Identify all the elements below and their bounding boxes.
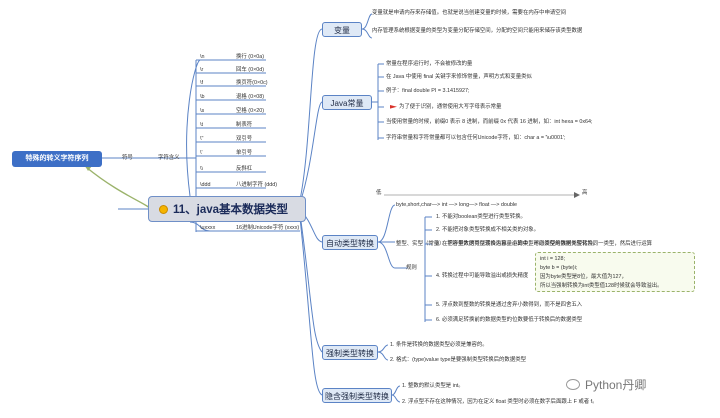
implicit-note: 2. 浮点型不存在这种情况，因为在定义 float 类型时必须在数字后面跟上 F… <box>402 399 598 405</box>
escape-meaning: 16进制Unicode字符 (xxxx) <box>236 225 300 231</box>
escape-header-meaning: 字符含义 <box>158 155 180 161</box>
wechat-icon <box>566 379 580 390</box>
escape-meaning: 退格 (0×08) <box>236 94 265 100</box>
escape-symbol: \' <box>200 150 203 156</box>
central-topic[interactable]: 11、java基本数据类型 <box>148 196 306 222</box>
constant-note: 当使用常量的时候，前缀0 表示 8 进制，而前缀 0x 代表 16 进制，如：i… <box>386 119 593 125</box>
branch-auto-conversion[interactable]: 自动类型转换 <box>322 235 378 250</box>
escape-symbol: \uxxxx <box>200 225 216 231</box>
auto-rule-text: 整型、实型（常量）、字符型数据可以混合运算。运算中，不同类型的数据先转化为同一类… <box>396 241 653 247</box>
overflow-example-box: int i = 128; byte b = (byte)i; 因为byte类型是… <box>535 252 695 292</box>
auto-rule: 1. 不能对boolean类型进行类型转换。 <box>436 214 526 220</box>
escape-meaning: 反斜杠 <box>236 166 253 172</box>
watermark-text: Python丹卿 <box>585 378 647 392</box>
variable-note: 变量就是申请内存来存储值。也就是说当创建变量的时候，需要在内存中申请空间 <box>372 10 567 16</box>
escape-symbol: \r <box>200 67 204 73</box>
escape-meaning: 双引号 <box>236 136 253 142</box>
auto-low-label: 低 <box>376 190 382 196</box>
arrow-line <box>384 192 580 198</box>
escape-symbol: \n <box>200 54 205 60</box>
constant-note: 为了便于识别，通常使用大写字母表示常量 <box>399 104 502 110</box>
auto-rule: 5. 浮点数到整数的转换是通过舍弃小数得到，而不是四舍五入 <box>436 302 583 308</box>
example-line: 所以当强制转换为int类型值128时候就会导致溢出。 <box>540 283 663 289</box>
constant-note: 例子：final double PI = 3.1415927; <box>386 88 470 94</box>
flag-icon <box>390 105 397 109</box>
auto-rule: 6. 必须满足转换前的数据类型的位数要低于转换后的数据类型 <box>436 317 583 323</box>
special-escape-topic[interactable]: 特殊的转义字符序列 <box>12 151 102 167</box>
escape-symbol: \s <box>200 108 205 114</box>
escape-symbol: \b <box>200 94 205 100</box>
auto-rule: 2. 不能把对象类型转换成不相关类的对象。 <box>436 227 540 233</box>
example-line: 因为byte类型是8位，最大值为127， <box>540 274 627 280</box>
escape-meaning: 空格 (0×20) <box>236 108 265 114</box>
constant-note: 在 Java 中使用 final 关键字来修饰常量，声明方式和变量类似 <box>386 74 532 80</box>
branch-variable[interactable]: 变量 <box>322 22 362 37</box>
escape-meaning: 单引号 <box>236 150 253 156</box>
escape-meaning: 回车 (0×0d) <box>236 67 265 73</box>
branch-force-conversion[interactable]: 强制类型转换 <box>322 345 378 360</box>
escape-meaning: 制表符 <box>236 122 253 128</box>
variable-note: 内存管理系统根据变量的类型为变量分配存储空间，分配的空间只能用来储存该类型数据 <box>372 28 583 34</box>
implicit-note: 1. 整数的默认类型是 int。 <box>402 383 464 389</box>
force-note: 1. 条件是转换的数据类型必须是兼容的。 <box>390 342 488 348</box>
escape-symbol: \ddd <box>200 182 211 188</box>
auto-order: byte,short,char—> int —> long—> float —>… <box>396 202 518 208</box>
constant-note: 字符串常量和字符常量都可以包含任何Unicode字符，如：char a = '\… <box>386 135 566 141</box>
example-line: int i = 128; <box>540 256 566 262</box>
escape-symbol: \\ <box>200 166 203 172</box>
force-note: 2. 格式：(type)value type是要强制类型转换后的数据类型 <box>390 357 526 363</box>
auto-rule: 4. 转换过程中可能导致溢出或损失精度 <box>436 273 529 279</box>
constant-note: 常量在程序运行时，不会被修改的量 <box>386 61 473 67</box>
escape-header-symbol: 符号 <box>122 155 133 161</box>
escape-meaning: 八进制字符 (ddd) <box>236 182 278 188</box>
escape-symbol: \f <box>200 80 203 86</box>
watermark: Python丹卿 <box>566 376 646 393</box>
escape-meaning: 换行 (0×0a) <box>236 54 265 60</box>
central-topic-title: 11、java基本数据类型 <box>173 204 289 216</box>
branch-constant[interactable]: Java常量 <box>322 95 372 110</box>
escape-symbol: \" <box>200 136 204 142</box>
auto-rule: 3. 在把容量大的类型转换为容量小的类型时必须使用强制类型转换。 <box>436 241 599 247</box>
branch-implicit-conversion[interactable]: 隐含强制类型转换 <box>322 388 392 403</box>
auto-rules-label: 规则 <box>406 265 417 271</box>
example-line: byte b = (byte)i; <box>540 265 578 271</box>
lightbulb-icon <box>159 204 168 214</box>
escape-meaning: 换页符(0×0c) <box>236 80 268 86</box>
escape-symbol: \t <box>200 122 203 128</box>
auto-high-label: 高 <box>582 190 588 196</box>
